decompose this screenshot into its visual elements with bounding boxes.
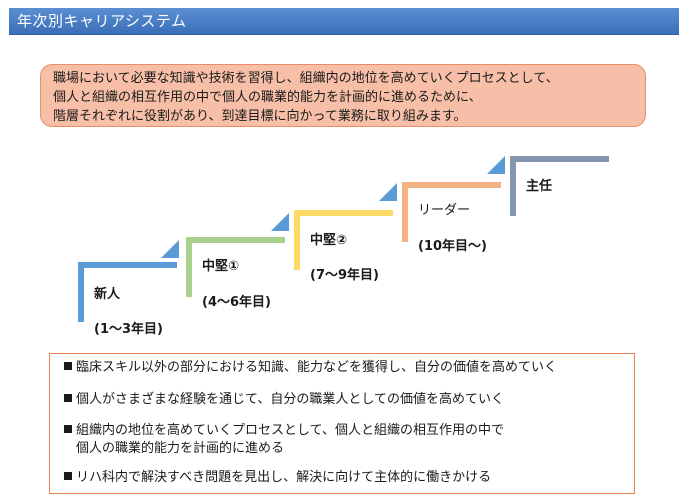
point-text: 個人がさまざまな経験を通じて、自分の職業人としての価値を高めていく	[76, 392, 504, 407]
step-bar-side	[402, 182, 408, 242]
step-name: リーダー	[418, 203, 471, 218]
step-name: 新人	[94, 287, 121, 302]
intro-box: 職場において必要な知識や技術を習得し、組織内の地位を高めていくプロセスとして、 …	[40, 64, 646, 127]
step-name: 主任	[526, 179, 553, 194]
page-title: 年次別キャリアシステム	[17, 12, 187, 30]
step-bar-side	[78, 262, 84, 322]
square-bullet-icon	[64, 362, 72, 370]
step-years: (10年目～)	[418, 239, 487, 254]
list-item: 組織内の地位を高めていくプロセスとして、個人と組織の相互作用の中で 個人の職業的…	[64, 422, 504, 458]
step-bar-top	[186, 237, 285, 243]
step-bar-top	[402, 182, 501, 188]
step-arrow-icon	[161, 240, 179, 258]
step-bar-side	[294, 210, 300, 270]
step-arrow-icon	[271, 213, 289, 231]
list-item: 個人がさまざまな経験を通じて、自分の職業人としての価値を高めていく	[64, 391, 504, 409]
step-years: (7～9年目)	[310, 268, 379, 283]
step-bar-top	[78, 262, 177, 268]
intro-line: 階層それぞれに役割があり、到達目標に向かって業務に取り組みます。	[53, 109, 467, 124]
step-bar-side	[186, 237, 192, 297]
intro-line: 個人と組織の相互作用の中で個人の職業的能力を計画的に進めるために、	[53, 90, 482, 105]
step-years: (4～6年目)	[202, 295, 271, 310]
step-arrow-icon	[379, 183, 397, 201]
step-bar-top	[294, 210, 393, 216]
point-text: リハ科内で解決すべき問題を見出し、解決に向けて主体的に働きかける	[76, 470, 492, 485]
step-bar-side	[510, 156, 516, 216]
step-years: (1～3年目)	[94, 322, 163, 337]
point-text-continued: 個人の職業的能力を計画的に進める	[76, 441, 285, 456]
step-arrow-icon	[487, 156, 505, 174]
step-name: 中堅①	[202, 259, 240, 274]
title-bar: 年次別キャリアシステム	[9, 8, 679, 35]
step-name: 中堅②	[310, 233, 348, 248]
list-item: 臨床スキル以外の部分における知識、能力などを獲得し、自分の価値を高めていく	[64, 359, 557, 377]
square-bullet-icon	[64, 394, 72, 402]
step-bar-top	[510, 156, 609, 162]
point-text: 組織内の地位を高めていくプロセスとして、個人と組織の相互作用の中で	[76, 423, 504, 438]
points-box: 臨床スキル以外の部分における知識、能力などを獲得し、自分の価値を高めていく 個人…	[49, 353, 635, 494]
list-item: リハ科内で解決すべき問題を見出し、解決に向けて主体的に働きかける	[64, 469, 491, 487]
point-text: 臨床スキル以外の部分における知識、能力などを獲得し、自分の価値を高めていく	[76, 360, 558, 375]
square-bullet-icon	[64, 425, 72, 433]
square-bullet-icon	[64, 472, 72, 480]
intro-line: 職場において必要な知識や技術を習得し、組織内の地位を高めていくプロセスとして、	[53, 71, 559, 86]
